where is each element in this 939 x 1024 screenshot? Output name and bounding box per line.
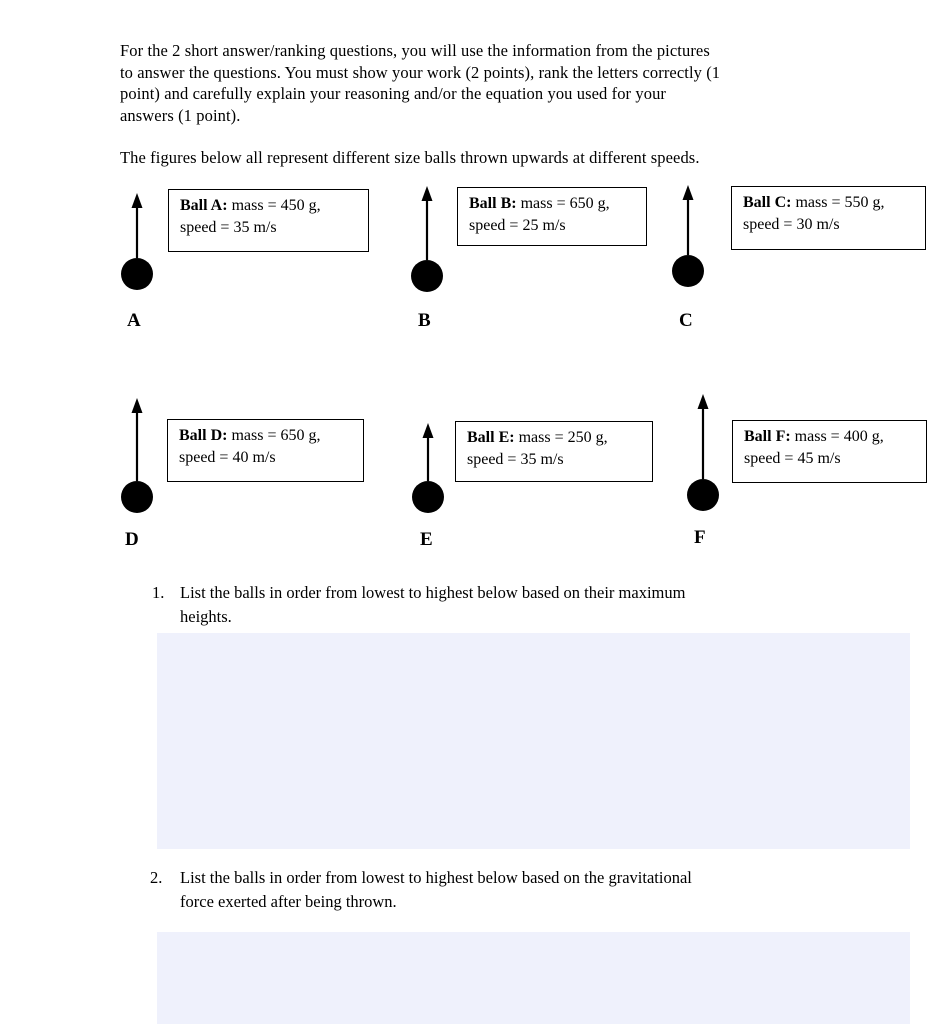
ball-c-arrow-graphic xyxy=(672,185,704,287)
question-2-answer-area[interactable] xyxy=(157,932,910,1024)
question-1-text: List the balls in order from lowest to h… xyxy=(180,583,686,626)
ball-d-info-box: Ball D: mass = 650 g, speed = 40 m/s xyxy=(167,419,364,482)
ball-a-mass: mass = 450 g, xyxy=(231,197,321,214)
ball-c-speed: speed = 30 m/s xyxy=(743,216,840,233)
ball-e-speed: speed = 35 m/s xyxy=(467,451,564,468)
ball-a-arrow-graphic xyxy=(121,193,153,290)
ball-a-info-box: Ball A: mass = 450 g, speed = 35 m/s xyxy=(168,189,369,252)
ball-c-letter: C xyxy=(679,310,693,331)
ball-d-letter: D xyxy=(125,529,139,550)
ball-b-label: Ball B: xyxy=(469,195,517,212)
ball-f-speed: speed = 45 m/s xyxy=(744,450,841,467)
ball-a-label: Ball A: xyxy=(180,197,228,214)
ball-e-arrow-graphic xyxy=(412,423,444,513)
ball-b-arrow-graphic xyxy=(411,186,443,292)
question-1-answer-area[interactable] xyxy=(157,633,910,849)
ball-b-mass: mass = 650 g, xyxy=(520,195,610,212)
ball-a-speed: speed = 35 m/s xyxy=(180,219,277,236)
ball-f-label: Ball F: xyxy=(744,428,791,445)
ball-b-info-box: Ball B: mass = 650 g, speed = 25 m/s xyxy=(457,187,647,246)
ball-f-arrow-graphic xyxy=(687,394,719,511)
ball-e-mass: mass = 250 g, xyxy=(518,429,608,446)
figures-caption: The figures below all represent differen… xyxy=(120,148,700,167)
ball-d-arrow-graphic xyxy=(121,398,153,513)
intro-paragraph: For the 2 short answer/ranking questions… xyxy=(120,41,721,125)
question-1-number: 1. xyxy=(152,583,165,602)
ball-d-speed: speed = 40 m/s xyxy=(179,449,276,466)
ball-d-label: Ball D: xyxy=(179,427,228,444)
ball-f-letter: F xyxy=(694,527,706,548)
ball-e-info-box: Ball E: mass = 250 g, speed = 35 m/s xyxy=(455,421,653,482)
ball-d-mass: mass = 650 g, xyxy=(231,427,321,444)
ball-e-letter: E xyxy=(420,529,433,550)
ball-c-label: Ball C: xyxy=(743,194,792,211)
question-2-text: List the balls in order from lowest to h… xyxy=(180,868,692,911)
ball-f-info-box: Ball F: mass = 400 g, speed = 45 m/s xyxy=(732,420,927,483)
ball-c-info-box: Ball C: mass = 550 g, speed = 30 m/s xyxy=(731,186,926,250)
ball-f-mass: mass = 400 g, xyxy=(794,428,884,445)
ball-e-label: Ball E: xyxy=(467,429,515,446)
ball-b-speed: speed = 25 m/s xyxy=(469,217,566,234)
question-2-number: 2. xyxy=(150,868,163,887)
ball-c-mass: mass = 550 g, xyxy=(795,194,885,211)
ball-a-letter: A xyxy=(127,310,141,331)
ball-b-letter: B xyxy=(418,310,431,331)
